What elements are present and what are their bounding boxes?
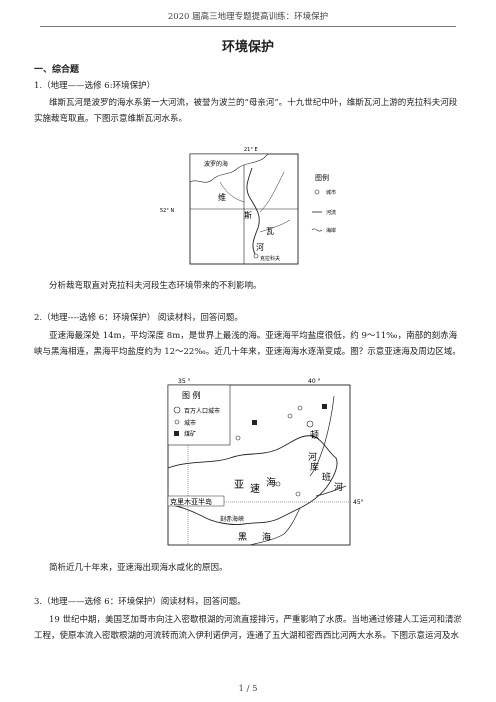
legend-coast-icon — [311, 228, 323, 232]
map2-don-char-2: 河 — [308, 451, 317, 463]
map2-don-char-1: 顿 — [310, 429, 319, 441]
azov-coastline — [167, 435, 338, 525]
map2-sea-char-3: 海 — [266, 476, 276, 489]
legend-city-icon-2 — [174, 419, 180, 425]
map1-letter-2: 斯 — [244, 210, 252, 220]
tributary-1 — [219, 181, 245, 203]
coal-mine-marker-2 — [322, 404, 327, 409]
map1-city-label: 克拉科夫 — [260, 255, 280, 262]
map2-kuban-char-3: 河 — [334, 481, 343, 493]
page-title: 环境保护 — [221, 40, 274, 55]
map2-legend-title: 图 例 — [182, 390, 201, 400]
azov-sea-map: 35 ° 40 ° 45° 图 例 百万人口城市 城市 煤矿 亚 速 海 克里木… — [167, 378, 364, 546]
map1-lat-label: 52° N — [160, 208, 174, 214]
baltic-coast — [189, 153, 269, 183]
map1-letter-4: 河 — [256, 242, 264, 252]
kerch-coast — [249, 507, 301, 546]
map2-lon-label-2: 40 ° — [308, 378, 321, 385]
city-marker-3 — [306, 420, 314, 428]
vistula-map: 21° E 52° N 波罗的海 维 斯 瓦 河 克拉科夫 图例 城市 河流 海… — [160, 147, 336, 265]
map2-kerch-label: 刻赤海峡 — [220, 515, 244, 523]
map2-sea-char-2: 速 — [250, 483, 260, 495]
map2-black-sea-char-2: 海 — [262, 531, 271, 543]
map1-sea-label: 波罗的海 — [204, 160, 228, 168]
map1-legend-river: 河流 — [326, 209, 336, 216]
header-divider — [40, 26, 456, 27]
map2-legend-item-1: 百万人口城市 — [184, 407, 220, 415]
map1-lon-label: 21° E — [244, 147, 258, 153]
map1-letter-3: 瓦 — [266, 227, 274, 236]
section-heading: 一、综合题 — [34, 65, 80, 75]
q3-stem: 3.（地理——选修 6：环境保护）阅读材料，回答问题。 — [34, 597, 246, 607]
tributary-2 — [259, 171, 285, 213]
coal-mine-marker-1 — [252, 420, 257, 425]
map2-sea-char-1: 亚 — [234, 480, 244, 491]
map2-kuban-char-1: 库 — [310, 461, 319, 473]
map1-letter-1: 维 — [218, 192, 226, 202]
map2-frame — [167, 384, 351, 546]
q1-paragraph: 维斯瓦河是波罗的海水系第一大河流，被誉为波兰的“母亲河”。十九世纪中叶，维斯瓦河… — [34, 98, 458, 124]
q2-stem: 2.（地理----选修 6：环境保护） 阅读材料，回答问题。 — [34, 313, 243, 323]
legend-coal-icon — [174, 431, 179, 436]
page-header: 2020 届高三地理专题提高训练：环境保护 — [167, 12, 329, 22]
map2-lat-label: 45° — [353, 499, 364, 506]
kuban-river — [315, 485, 347, 497]
don-river — [309, 395, 335, 477]
map2-legend-item-3: 煤矿 — [184, 430, 196, 438]
crimea-label-box — [167, 495, 225, 507]
tributary-3 — [259, 219, 291, 233]
page-footer: 1 / 5 — [238, 684, 258, 694]
legend-city-icon — [314, 189, 320, 195]
q2-question: 简析近几十年来，亚速海出现海水咸化的原因。 — [49, 563, 228, 573]
q3-paragraph: 19 世纪中期，美国芝加哥市向注入密歇根湖的河流直接排污，严重影响了水质。当地通… — [34, 615, 463, 641]
map1-legend-coast: 海岸 — [326, 227, 336, 234]
map2-crimea-label: 克里木亚半岛 — [170, 497, 212, 506]
city-marker-6 — [295, 491, 301, 497]
city-marker-1 — [287, 413, 293, 419]
legend-million-city-icon — [173, 406, 181, 414]
map2-kuban-char-2: 班 — [322, 471, 331, 483]
city-marker-4 — [235, 435, 241, 441]
vistula-river — [246, 167, 260, 257]
q2-paragraph: 亚速海最深处 14m，平均深度 8m，是世界上最浅的海。亚速海平均盐度很低，约 … — [34, 331, 461, 357]
map2-legend-item-2: 城市 — [184, 419, 196, 427]
krakow-city-marker — [253, 253, 259, 259]
map2-black-sea-char-1: 黑 — [238, 532, 247, 543]
q1-stem: 1.（地理——选修 6:环境保护） — [34, 81, 156, 91]
city-marker-5 — [275, 481, 281, 487]
map1-legend-title: 图例 — [315, 173, 329, 182]
city-marker-2 — [297, 405, 303, 411]
map1-legend-city: 城市 — [326, 189, 336, 196]
q1-question: 分析裁弯取直对克拉科夫河段生态环境带来的不利影响。 — [49, 281, 262, 291]
map2-lon-label: 35 ° — [178, 378, 191, 385]
